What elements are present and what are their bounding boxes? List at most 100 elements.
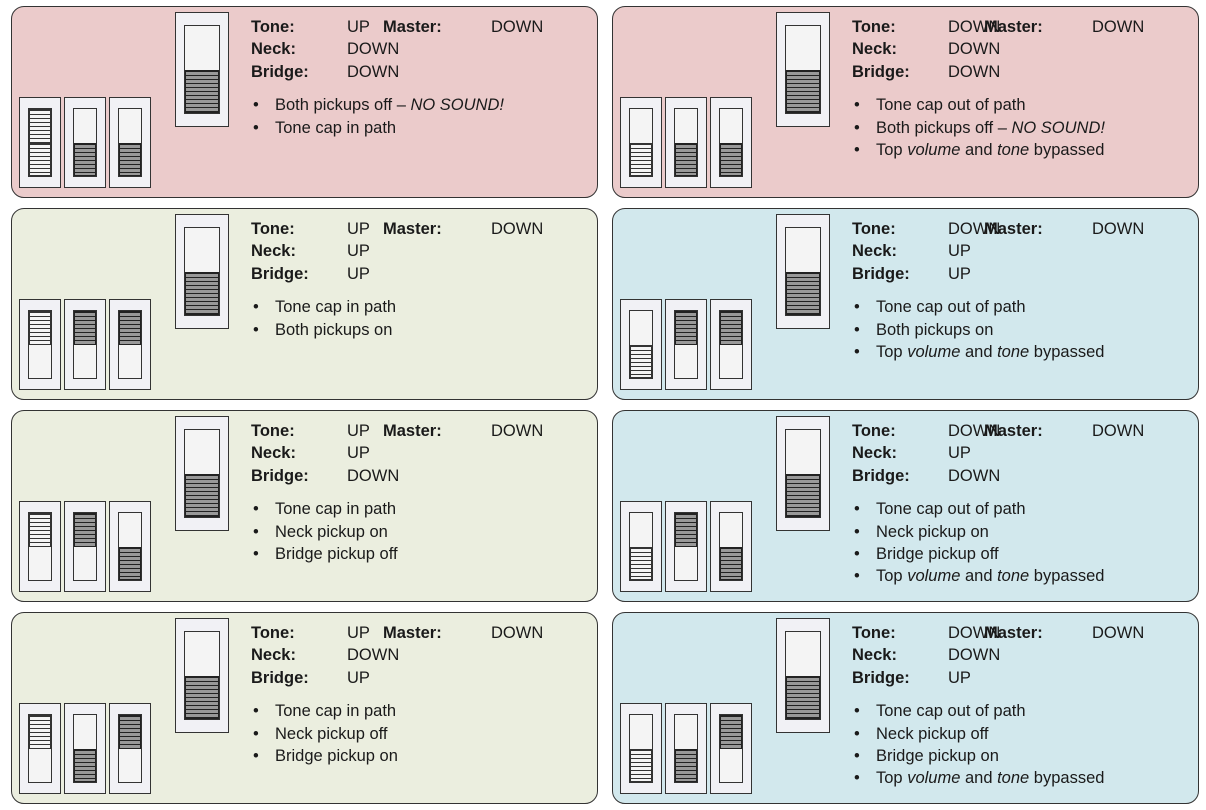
neck-label: Neck:	[251, 242, 296, 261]
master-label: Master:	[984, 624, 1043, 642]
tone-label: Tone:	[852, 422, 896, 440]
switch-lever-outline	[29, 513, 51, 547]
switch-slot	[184, 25, 220, 114]
note-text: Tone cap out of path	[876, 298, 1026, 317]
note-text: Tone cap out of path	[876, 500, 1026, 519]
note-text: Neck pickup off	[876, 724, 989, 743]
note-text: and	[960, 140, 998, 159]
bridge-line: Bridge:DOWN	[251, 465, 591, 487]
bridge-switch	[710, 299, 752, 390]
tone-switch	[776, 416, 830, 531]
switch-config-panel: Tone:DOWNMaster:DOWNNeck:UPBridge:UPTone…	[612, 208, 1199, 400]
note-item: Tone cap out of path	[852, 498, 1192, 521]
note-item: Bridge pickup on	[852, 745, 1192, 768]
note-text: tone	[997, 769, 1030, 788]
bridge-switch	[710, 501, 752, 592]
tone-switch	[175, 618, 229, 733]
bridge-value: DOWN	[948, 466, 1001, 485]
bridge-value: DOWN	[347, 62, 400, 81]
switch-lever	[185, 271, 219, 315]
note-text: Top	[876, 342, 908, 361]
master-label: Master:	[383, 422, 442, 440]
note-text: NO SOUND!	[1011, 118, 1105, 137]
note-item: Tone cap out of path	[852, 700, 1192, 723]
note-text: Bridge pickup on	[876, 746, 999, 765]
switch-slot	[184, 227, 220, 316]
tone-value: UP	[347, 624, 370, 642]
neck-label: Neck:	[251, 40, 296, 59]
bridge-value: UP	[948, 668, 971, 687]
switch-lever	[74, 311, 96, 345]
notes-list: Tone cap out of pathNeck pickup offBridg…	[852, 700, 1192, 790]
switch-lever-outline	[630, 142, 652, 176]
neck-value: UP	[347, 242, 370, 261]
neck-label: Neck:	[852, 646, 897, 665]
note-text: Tone cap in path	[275, 500, 397, 519]
neck-line: Neck: UP	[251, 240, 591, 262]
bridge-switch	[710, 703, 752, 794]
switch-lever	[786, 69, 820, 113]
master-value: DOWN	[1092, 624, 1145, 642]
switch-lever-outline	[29, 109, 51, 143]
switch-slot	[184, 631, 220, 720]
note-text: Tone cap out of path	[876, 702, 1026, 721]
note-text: bypassed	[1029, 342, 1105, 361]
master-label: Master:	[383, 220, 442, 238]
tone-value: UP	[347, 422, 370, 440]
note-item: Both pickups on	[852, 319, 1192, 342]
bridge-label: Bridge:	[251, 264, 309, 283]
switch-lever	[675, 513, 697, 547]
note-text: Neck pickup off	[275, 724, 388, 743]
switch-lever	[74, 142, 96, 176]
master-label: Master:	[383, 624, 442, 642]
note-text: volume	[907, 567, 961, 586]
bridge-label: Bridge:	[251, 62, 309, 81]
note-item: Bridge pickup off	[251, 543, 591, 566]
neck-value: UP	[948, 444, 971, 463]
switch-slot	[785, 227, 821, 316]
switch-slot	[73, 108, 97, 177]
note-text: tone	[997, 342, 1030, 361]
note-text: Tone cap in path	[275, 118, 397, 137]
switch-lever	[720, 715, 742, 749]
note-text: bypassed	[1029, 140, 1105, 159]
tone-switch	[175, 214, 229, 329]
switch-slot	[73, 714, 97, 783]
switch-slot	[785, 631, 821, 720]
note-item: Both pickups on	[251, 319, 591, 342]
master-switch	[19, 501, 61, 592]
switch-config-panel: Tone:UPMaster:DOWNNeck:DOWNBridge:UPTone…	[11, 612, 598, 804]
tone-value: DOWN	[948, 18, 1001, 36]
switch-settings-text: Tone:UPMaster:DOWNNeck:DOWNBridge:UPTone…	[251, 622, 591, 768]
switch-settings-text: Tone:DOWNMaster:DOWNNeck:DOWNBridge:UPTo…	[852, 622, 1192, 790]
master-switch	[620, 299, 662, 390]
neck-switch	[64, 501, 106, 592]
switch-slot	[785, 25, 821, 114]
note-text: Tone cap in path	[275, 298, 397, 317]
note-item: Bridge pickup off	[852, 543, 1192, 566]
neck-label: Neck:	[251, 646, 296, 665]
neck-line: Neck:DOWN	[852, 38, 1192, 60]
note-text: Bridge pickup on	[275, 746, 398, 765]
tone-label: Tone:	[852, 220, 896, 238]
tone-switch	[776, 12, 830, 127]
bridge-line: Bridge:UP	[852, 667, 1192, 689]
note-item: Top volume and tone bypassed	[852, 767, 1192, 790]
neck-line: Neck:DOWN	[251, 644, 591, 666]
switch-lever	[675, 142, 697, 176]
switch-slot	[674, 310, 698, 379]
neck-switch	[665, 97, 707, 188]
note-text: Top	[876, 567, 908, 586]
switch-slot	[629, 512, 653, 581]
switch-lever	[720, 142, 742, 176]
switch-slot	[28, 108, 52, 177]
tone-switch	[776, 214, 830, 329]
switch-lever	[786, 473, 820, 517]
switch-slot	[719, 108, 743, 177]
neck-value: DOWN	[948, 646, 1001, 665]
note-text: Neck pickup on	[275, 522, 388, 541]
note-item: Tone cap in path	[251, 498, 591, 521]
